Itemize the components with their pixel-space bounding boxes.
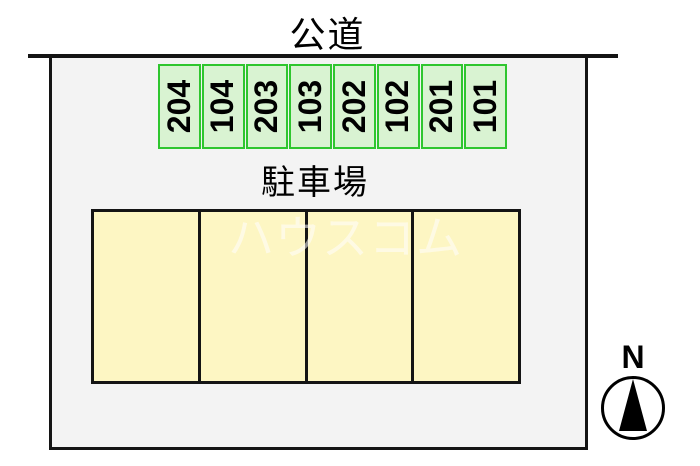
stall-101: 101 xyxy=(464,64,507,149)
numbered-stall-row: 204 104 203 103 202 102 201 101 xyxy=(158,64,507,149)
stall-104: 104 xyxy=(201,64,245,149)
parking-space xyxy=(94,212,201,381)
stall-number: 202 xyxy=(335,79,372,134)
stall-204: 204 xyxy=(158,64,201,149)
public-road-label: 公道 xyxy=(289,14,366,55)
stall-number: 103 xyxy=(292,79,329,134)
parking-lot-label: 駐車場 xyxy=(261,164,369,202)
stall-102: 102 xyxy=(376,64,420,149)
stall-202: 202 xyxy=(333,64,376,149)
stall-number: 102 xyxy=(379,79,416,134)
stall-number: 203 xyxy=(248,79,285,134)
stall-number: 104 xyxy=(204,79,241,134)
stall-number: 204 xyxy=(160,79,197,134)
stall-number: 101 xyxy=(467,79,504,134)
compass-north-label: N xyxy=(621,339,645,375)
stall-103: 103 xyxy=(289,64,332,149)
parking-space xyxy=(414,212,518,381)
stall-203: 203 xyxy=(245,64,289,149)
stall-201: 201 xyxy=(420,64,464,149)
parking-space xyxy=(308,212,415,381)
parking-space xyxy=(201,212,308,381)
parking-area xyxy=(91,209,521,384)
stall-number: 201 xyxy=(423,79,460,134)
